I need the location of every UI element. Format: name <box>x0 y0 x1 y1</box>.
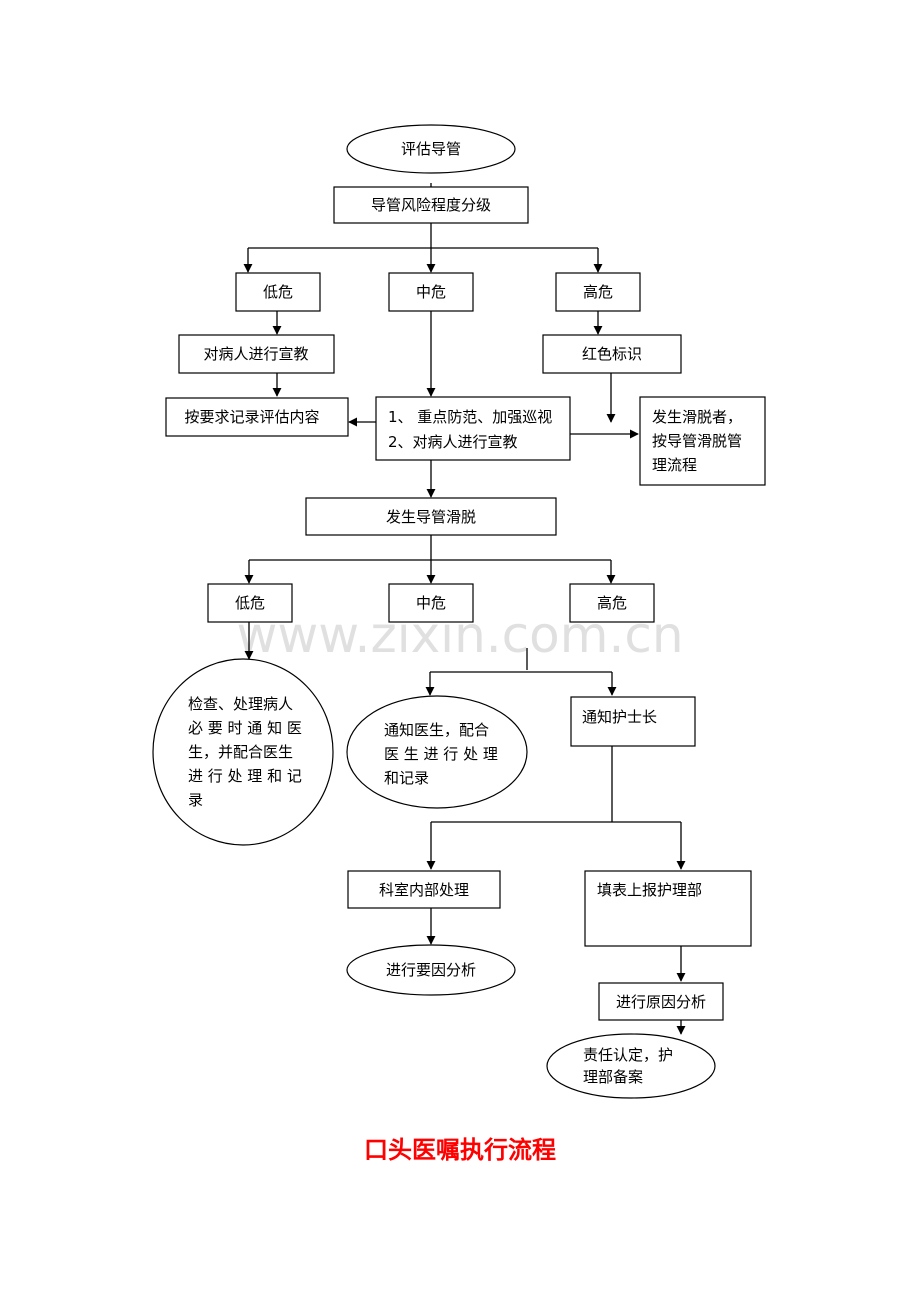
node-analyze-reasons: 进行要因分析 <box>346 944 516 996</box>
node-high-risk-2: 高危 <box>569 583 655 623</box>
node-slip-management-line-1: 发生滑脱者， <box>652 408 742 426</box>
node-low-risk-2: 低危 <box>207 583 293 623</box>
node-educate-patient: 对病人进行宣教 <box>178 334 335 374</box>
node-report-nursing-dept-label: 填表上报护理部 <box>597 881 702 899</box>
node-low-risk-1-label: 低危 <box>263 283 293 301</box>
connectors <box>243 183 686 1035</box>
node-analyze-reasons-label: 进行要因分析 <box>386 961 476 979</box>
node-responsibility-line-2: 理部备案 <box>583 1068 643 1086</box>
node-red-mark-label: 红色标识 <box>582 345 642 363</box>
node-high-risk-2-label: 高危 <box>597 594 627 612</box>
page-title: 口头医嘱执行流程 <box>364 1135 556 1164</box>
node-low-risk-1: 低危 <box>235 272 321 312</box>
node-slip-event: 发生导管滑脱 <box>305 497 557 536</box>
node-record-assessment: 按要求记录评估内容 <box>165 397 349 437</box>
node-check-handle-line-4: 进 行 处 理 和 记 <box>188 767 302 785</box>
node-report-nursing-dept: 填表上报护理部 <box>584 870 752 947</box>
node-mid-risk-1: 中危 <box>388 272 474 312</box>
node-mid-risk-1-label: 中危 <box>416 283 446 301</box>
node-slip-management: 发生滑脱者， 按导管滑脱管 理流程 <box>639 396 766 486</box>
node-notify-doctor-line-3: 和记录 <box>384 769 429 787</box>
node-risk-grade: 导管风险程度分级 <box>333 186 529 224</box>
node-mid-actions-line-2: 2、对病人进行宣教 <box>388 433 518 451</box>
node-mid-actions-line-1: 1、 重点防范、加强巡视 <box>388 408 552 426</box>
node-slip-event-label: 发生导管滑脱 <box>386 508 476 526</box>
node-high-risk-1-label: 高危 <box>583 283 613 301</box>
node-notify-doctor-line-1: 通知医生，配合 <box>384 721 489 739</box>
node-check-handle: 检查、处理病人 必 要 时 通 知 医 生，并配合医生 进 行 处 理 和 记 … <box>152 658 334 846</box>
node-mid-risk-2: 中危 <box>388 583 474 623</box>
node-mid-risk-2-label: 中危 <box>416 594 446 612</box>
node-notify-doctor: 通知医生，配合 医 生 进 行 处 理 和记录 <box>346 695 528 809</box>
node-low-risk-2-label: 低危 <box>235 594 265 612</box>
node-notify-head-nurse: 通知护士长 <box>570 696 696 747</box>
node-slip-management-line-2: 按导管滑脱管 <box>652 432 742 450</box>
node-dept-internal-label: 科室内部处理 <box>379 881 469 899</box>
node-slip-management-line-3: 理流程 <box>652 456 697 474</box>
node-red-mark: 红色标识 <box>542 334 682 374</box>
node-analyze-causes: 进行原因分析 <box>598 982 724 1021</box>
node-assess: 评估导管 <box>346 124 516 174</box>
node-responsibility: 责任认定，护 理部备案 <box>546 1033 716 1099</box>
node-high-risk-1: 高危 <box>555 272 641 312</box>
node-analyze-causes-label: 进行原因分析 <box>616 993 706 1011</box>
node-check-handle-line-2: 必 要 时 通 知 医 <box>188 719 302 737</box>
node-responsibility-line-1: 责任认定，护 <box>583 1046 673 1064</box>
node-check-handle-line-1: 检查、处理病人 <box>188 695 293 713</box>
node-record-assessment-label: 按要求记录评估内容 <box>184 408 319 426</box>
node-check-handle-line-3: 生，并配合医生 <box>188 743 293 761</box>
node-dept-internal: 科室内部处理 <box>347 870 501 909</box>
node-assess-label: 评估导管 <box>401 140 461 158</box>
node-notify-doctor-line-2: 医 生 进 行 处 理 <box>384 745 498 763</box>
node-risk-grade-label: 导管风险程度分级 <box>371 196 491 214</box>
node-notify-head-nurse-label: 通知护士长 <box>582 708 657 726</box>
node-mid-actions: 1、 重点防范、加强巡视 2、对病人进行宣教 <box>375 396 571 461</box>
node-educate-patient-label: 对病人进行宣教 <box>203 345 308 363</box>
node-check-handle-line-5: 录 <box>188 791 203 809</box>
